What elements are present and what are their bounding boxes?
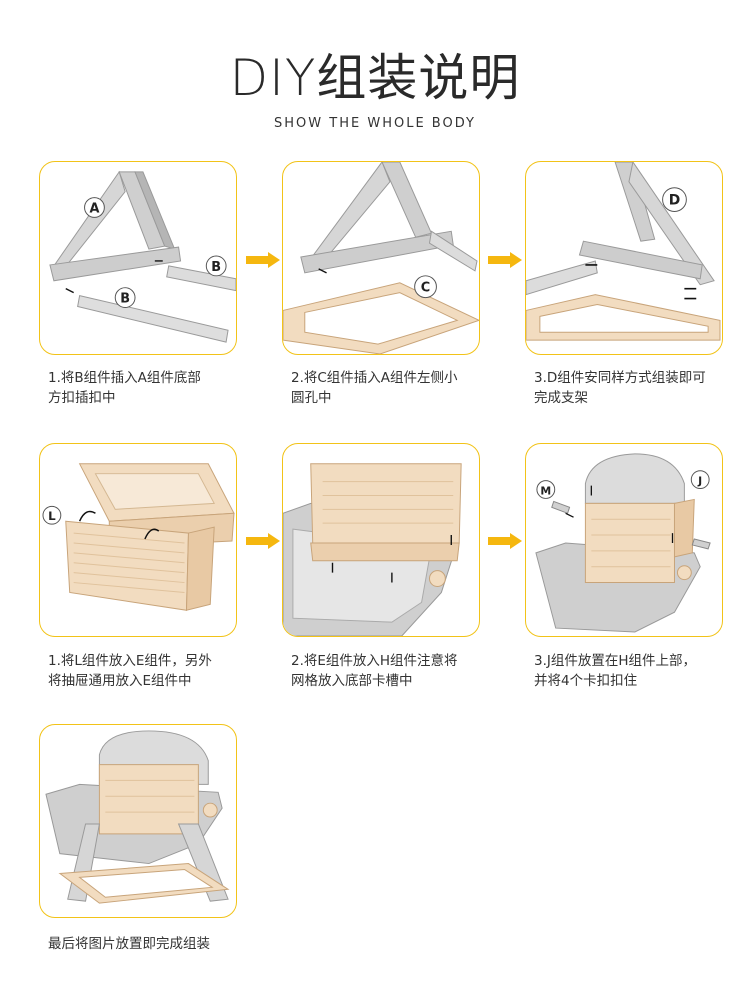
step-4-caption: 1.将L组件放入E组件，另外 将抽屉通用放入E组件中 — [48, 651, 248, 691]
step-4-caption-line1: 1.将L组件放入E组件，另外 — [48, 653, 212, 669]
step-5-caption-line2: 网格放入底部卡槽中 — [291, 673, 413, 689]
step-5-card — [282, 443, 480, 637]
step-5-illustration — [283, 463, 462, 636]
step-3-caption: 3.D组件安同样方式组装即可 完成支架 — [534, 368, 734, 408]
step-3-illustration: D — [526, 162, 721, 341]
label-m: M — [540, 484, 551, 497]
step-4-card: L — [39, 443, 237, 637]
step-4-caption-line2: 将抽屉通用放入E组件中 — [48, 673, 192, 689]
step-2-illustration: C — [283, 162, 479, 354]
step-6-caption-line1: 3.J组件放置在H组件上部， — [534, 653, 697, 669]
step-2-card: C — [282, 161, 480, 355]
right-arrow-icon — [246, 533, 280, 549]
right-arrow-icon — [488, 252, 522, 268]
step-3-card: D — [525, 161, 723, 355]
label-b-bottom: B — [120, 292, 130, 307]
step-1-caption-line1: 1.将B组件插入A组件底部 — [48, 370, 201, 386]
label-a: A — [89, 201, 99, 216]
step-1-illustration: A B B — [49, 170, 236, 343]
step-6-caption-line2: 并将4个卡扣扣住 — [534, 673, 638, 689]
label-b-right: B — [211, 260, 221, 275]
step-2-caption-line2: 圆孔中 — [291, 390, 332, 406]
step-2-caption-line1: 2.将C组件插入A组件左侧小 — [291, 370, 458, 386]
step-1-caption-line2: 方扣插扣中 — [48, 390, 116, 406]
step-1-caption: 1.将B组件插入A组件底部 方扣插扣中 — [48, 368, 248, 408]
step-6-card: M J — [525, 443, 723, 637]
step-3-caption-line2: 完成支架 — [534, 390, 588, 406]
right-arrow-icon — [488, 533, 522, 549]
step-1-card: A B B — [39, 161, 237, 355]
step-3-caption-line1: 3.D组件安同样方式组装即可 — [534, 370, 706, 386]
step-6-illustration: M J — [535, 453, 711, 633]
step-4-illustration: L — [42, 463, 235, 611]
page-title: DIY组装说明 — [229, 49, 521, 107]
label-l: L — [48, 509, 56, 523]
label-j: J — [697, 475, 702, 488]
step-7-caption: 最后将图片放置即完成组装 — [48, 934, 248, 954]
step-7-illustration — [45, 730, 230, 904]
right-arrow-icon — [246, 252, 280, 268]
label-c: C — [421, 281, 430, 296]
step-6-caption: 3.J组件放置在H组件上部， 并将4个卡扣扣住 — [534, 651, 734, 691]
label-d: D — [669, 193, 681, 209]
page-subtitle: SHOW THE WHOLE BODY — [274, 116, 476, 131]
step-5-caption-line1: 2.将E组件放入H组件注意将 — [291, 653, 458, 669]
step-5-caption: 2.将E组件放入H组件注意将 网格放入底部卡槽中 — [291, 651, 491, 691]
step-7-card — [39, 724, 237, 918]
step-7-caption-line1: 最后将图片放置即完成组装 — [48, 936, 210, 952]
step-2-caption: 2.将C组件插入A组件左侧小 圆孔中 — [291, 368, 491, 408]
